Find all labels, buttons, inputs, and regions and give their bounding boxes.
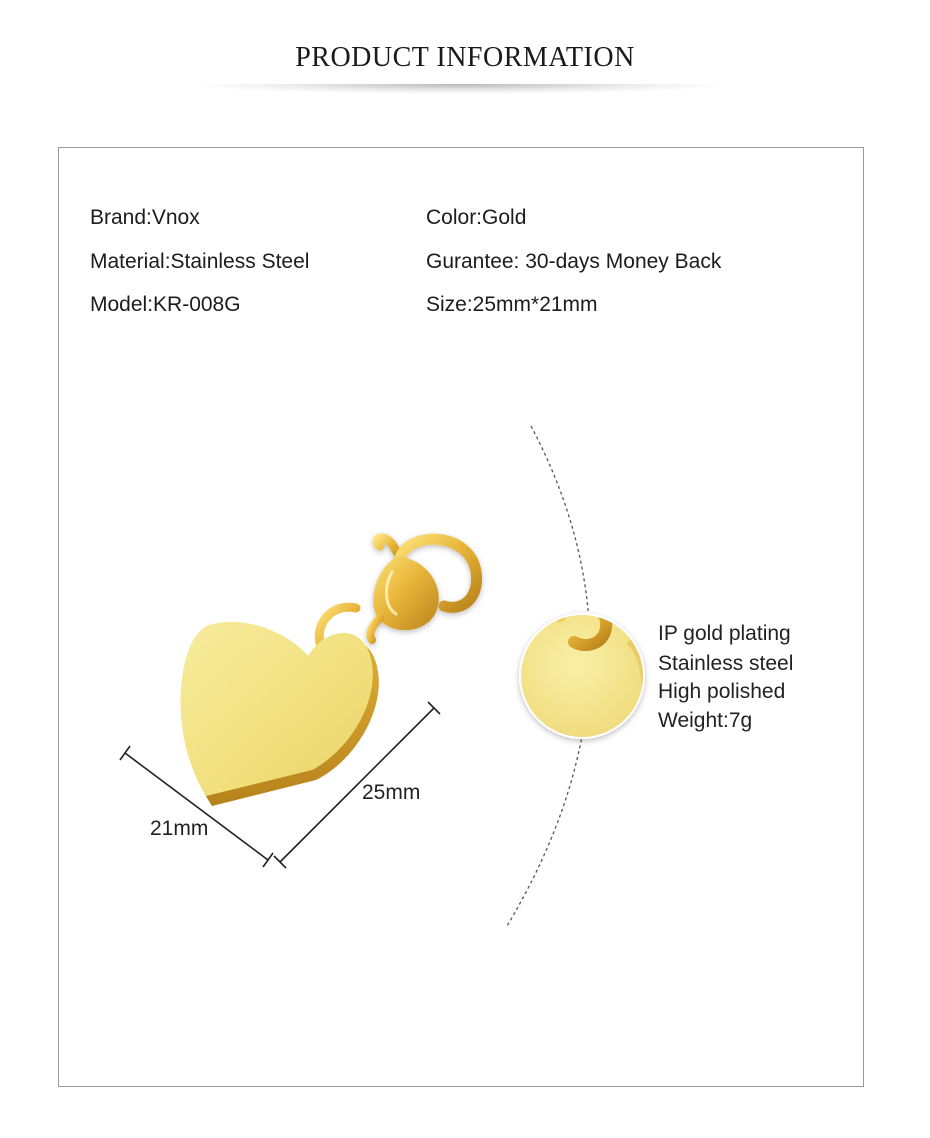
page-title: PRODUCT INFORMATION: [295, 42, 635, 73]
feature-stainless-steel: Stainless steel: [658, 652, 794, 675]
feature-weight: Weight:7g: [658, 709, 753, 732]
feature-high-polished: High polished: [658, 680, 786, 703]
width-dimension-line: [119, 745, 274, 868]
spec-guarantee: Gurantee: 30-days Money Back: [426, 250, 722, 273]
spec-brand: Brand:Vnox: [90, 206, 200, 229]
title-shadow-divider: [195, 84, 725, 94]
spec-size: Size:25mm*21mm: [426, 293, 598, 316]
lobster-clasp: [366, 533, 483, 644]
dashed-arc: [506, 425, 591, 927]
spec-material: Material:Stainless Steel: [90, 250, 310, 273]
feature-ip-gold-plating: IP gold plating: [658, 622, 791, 645]
product-info-panel: Brand:Vnox Color:Gold Material:Stainless…: [58, 147, 864, 1087]
spec-model: Model:KR-008G: [90, 293, 241, 316]
height-dimension-label: 25mm: [362, 781, 421, 804]
zoom-detail-circle: [519, 613, 645, 739]
height-dimension-line: [273, 701, 441, 869]
spec-color: Color:Gold: [426, 206, 527, 229]
heart-tag: [180, 621, 373, 796]
width-dimension-label: 21mm: [150, 817, 209, 840]
